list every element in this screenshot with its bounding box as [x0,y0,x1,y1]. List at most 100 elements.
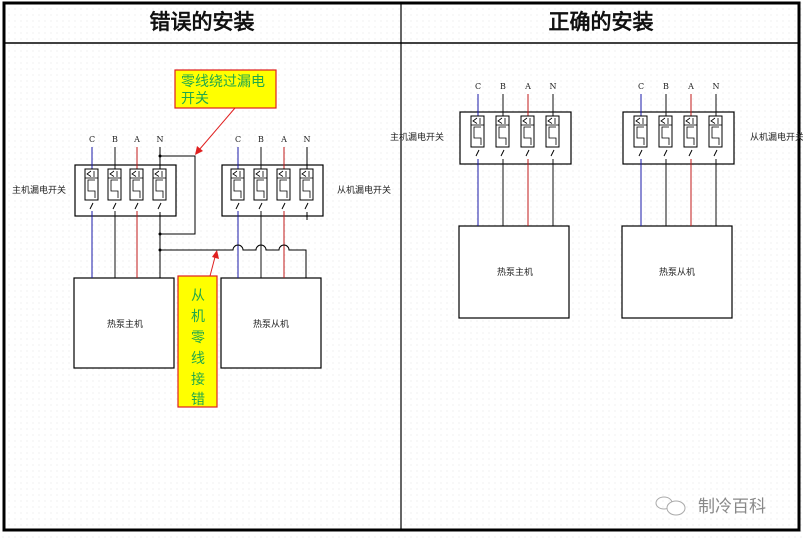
correct-master-unit-label: 热泵主机 [497,266,533,278]
svg-text:线: 线 [191,351,205,367]
switch-contact-icon [304,202,309,210]
switch-contact-icon [157,202,162,210]
correct-master-phase-label: C [475,82,481,91]
wrong-master-unit-label: 热泵主机 [107,318,143,330]
correct-master-unit-box [458,225,570,319]
correct-master-phase-label: B [500,82,506,91]
switch-contact-icon [688,149,693,157]
wrong-slave-phase-label: C [235,135,241,144]
svg-text:开关: 开关 [181,91,209,107]
arrowhead-icon [195,146,203,155]
switch-contact-icon [550,149,555,157]
trip-glyph-icon [660,117,669,124]
correct-install-title: 正确的安装 [549,9,654,34]
switch-contact-icon [235,202,240,210]
coil-glyph-icon [279,179,288,198]
trip-glyph-icon [86,170,95,177]
wrong-slave-neutral-wire [160,244,307,278]
wrong-master-phase-label: N [157,135,164,144]
coil-glyph-icon [302,179,311,198]
junction-dot [158,232,162,236]
switch-contact-icon [713,149,718,157]
correct-slave-phase-label: N [713,82,720,91]
wrong-slave-breaker-icon [253,168,268,210]
callout-neutral-bypass: 零线绕过漏电 开关 [174,69,277,155]
correct-slave-breaker-icon [708,115,723,157]
coil-glyph-icon [636,126,645,145]
wrong-master-phase-label: B [112,135,118,144]
coil-glyph-icon [155,179,164,198]
switch-contact-icon [134,202,139,210]
trip-glyph-icon [497,117,506,124]
correct-slave-switch-label: 从机漏电开关 [750,131,803,143]
coil-glyph-icon [87,179,96,198]
trip-glyph-icon [278,170,287,177]
junction-dot [158,248,162,252]
correct-slave-phase-label: C [638,82,644,91]
coil-glyph-icon [233,179,242,198]
junction-dot [158,154,162,158]
coil-glyph-icon [661,126,670,145]
trip-glyph-icon [547,117,556,124]
wrong-master-breaker-icon [84,168,99,210]
wrong-slave-phase-label: N [304,135,311,144]
trip-glyph-icon [109,170,118,177]
coil-glyph-icon [473,126,482,145]
wrong-slave-breaker-icon [299,168,314,210]
callout-arrow-1 [198,107,236,151]
correct-slave-breaker-icon [633,115,648,157]
switch-contact-icon [475,149,480,157]
correct-master-breaker-icon [545,115,560,157]
trip-glyph-icon [635,117,644,124]
trip-glyph-icon [685,117,694,124]
wrong-slave-unit-label: 热泵从机 [253,318,289,330]
arrowhead-icon [212,250,219,259]
coil-glyph-icon [110,179,119,198]
correct-master-breaker-icon [495,115,510,157]
correct-slave-breaker-icon [658,115,673,157]
wrong-slave-switch-label: 从机漏电开关 [337,184,391,196]
switch-contact-icon [281,202,286,210]
svg-text:错: 错 [191,392,205,408]
coil-glyph-icon [256,179,265,198]
svg-text:接: 接 [191,371,205,388]
svg-text:零: 零 [191,330,205,346]
switch-contact-icon [112,202,117,210]
wrong-master-phase-label: A [133,135,140,144]
wrong-slave-phase-label: A [280,135,287,144]
correct-slave-phase-label: A [687,82,694,91]
correct-master-breaker-icon [520,115,535,157]
correct-master-breaker-icon [470,115,485,157]
wrong-master-breaker-icon [129,168,144,210]
callout-arrow-2 [209,256,216,277]
correct-master-switch-label: 主机漏电开关 [390,131,444,143]
correct-slave-phase-label: B [663,82,669,91]
wrong-slave-unit-box [220,277,322,369]
svg-text:零线绕过漏电: 零线绕过漏电 [181,74,265,90]
correct-slave-breaker-icon [683,115,698,157]
coil-glyph-icon [132,179,141,198]
correct-master-phase-label: N [550,82,557,91]
trip-glyph-icon [131,170,140,177]
correct-slave-unit-label: 热泵从机 [659,266,695,278]
wrong-install-title: 错误的安装 [150,9,255,34]
switch-contact-icon [500,149,505,157]
switch-contact-icon [663,149,668,157]
trip-glyph-icon [710,117,719,124]
switch-contact-icon [638,149,643,157]
wechat-icon [655,496,686,516]
coil-glyph-icon [711,126,720,145]
watermark: 制冷百科 [655,496,766,517]
wrong-slave-phase-label: B [258,135,264,144]
trip-glyph-icon [232,170,241,177]
svg-text:制冷百科: 制冷百科 [698,497,766,517]
svg-text:从: 从 [191,288,205,304]
wrong-master-unit-box [73,277,175,369]
coil-glyph-icon [523,126,532,145]
coil-glyph-icon [548,126,557,145]
trip-glyph-icon [301,170,310,177]
trip-glyph-icon [522,117,531,124]
svg-text:机: 机 [191,309,205,325]
callout-slave-neutral-wrong: 从 机 零 线 接 错 [177,250,219,408]
